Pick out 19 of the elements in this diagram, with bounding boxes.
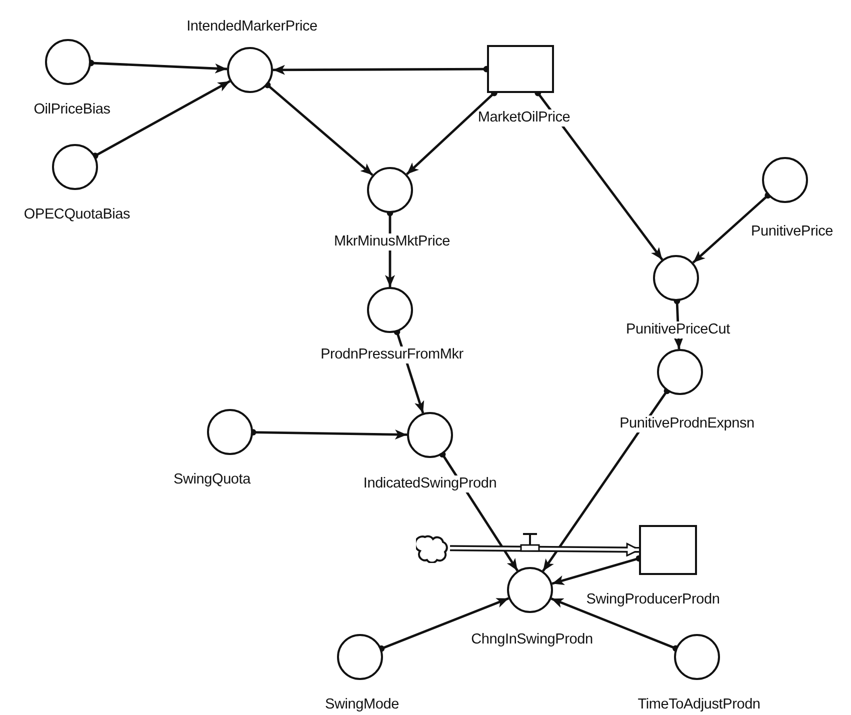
variable-label: ChngInSwingProdn [471, 632, 593, 648]
connector-arrow [550, 597, 679, 652]
variable-label: ProdnPressurFromMkr [320, 346, 464, 364]
variable-label: SwingMode [325, 696, 399, 714]
variable-label: SwingProducerProdn [586, 592, 720, 608]
connector-arrow [692, 192, 772, 264]
variable-label: PunitivePriceCut [626, 322, 730, 338]
variable-label: PunitiveProdnExpnsn [620, 416, 754, 432]
connector-arrow [378, 597, 510, 652]
variable-label: SwingQuota [174, 472, 250, 488]
variable-label: IndicatedSwingProdn [363, 476, 497, 492]
variable-label: MarketOilPrice [478, 110, 570, 126]
flow-pipe [450, 542, 640, 556]
variable-label: TimeToAdjustProdn [638, 696, 760, 714]
connector-arrow [264, 82, 374, 176]
connector-arrow [542, 388, 670, 572]
variable-label: OPECQuotaBias [24, 206, 130, 224]
connector-arrow [92, 80, 230, 159]
variable-label: MkrMinusMktPrice [334, 234, 450, 250]
